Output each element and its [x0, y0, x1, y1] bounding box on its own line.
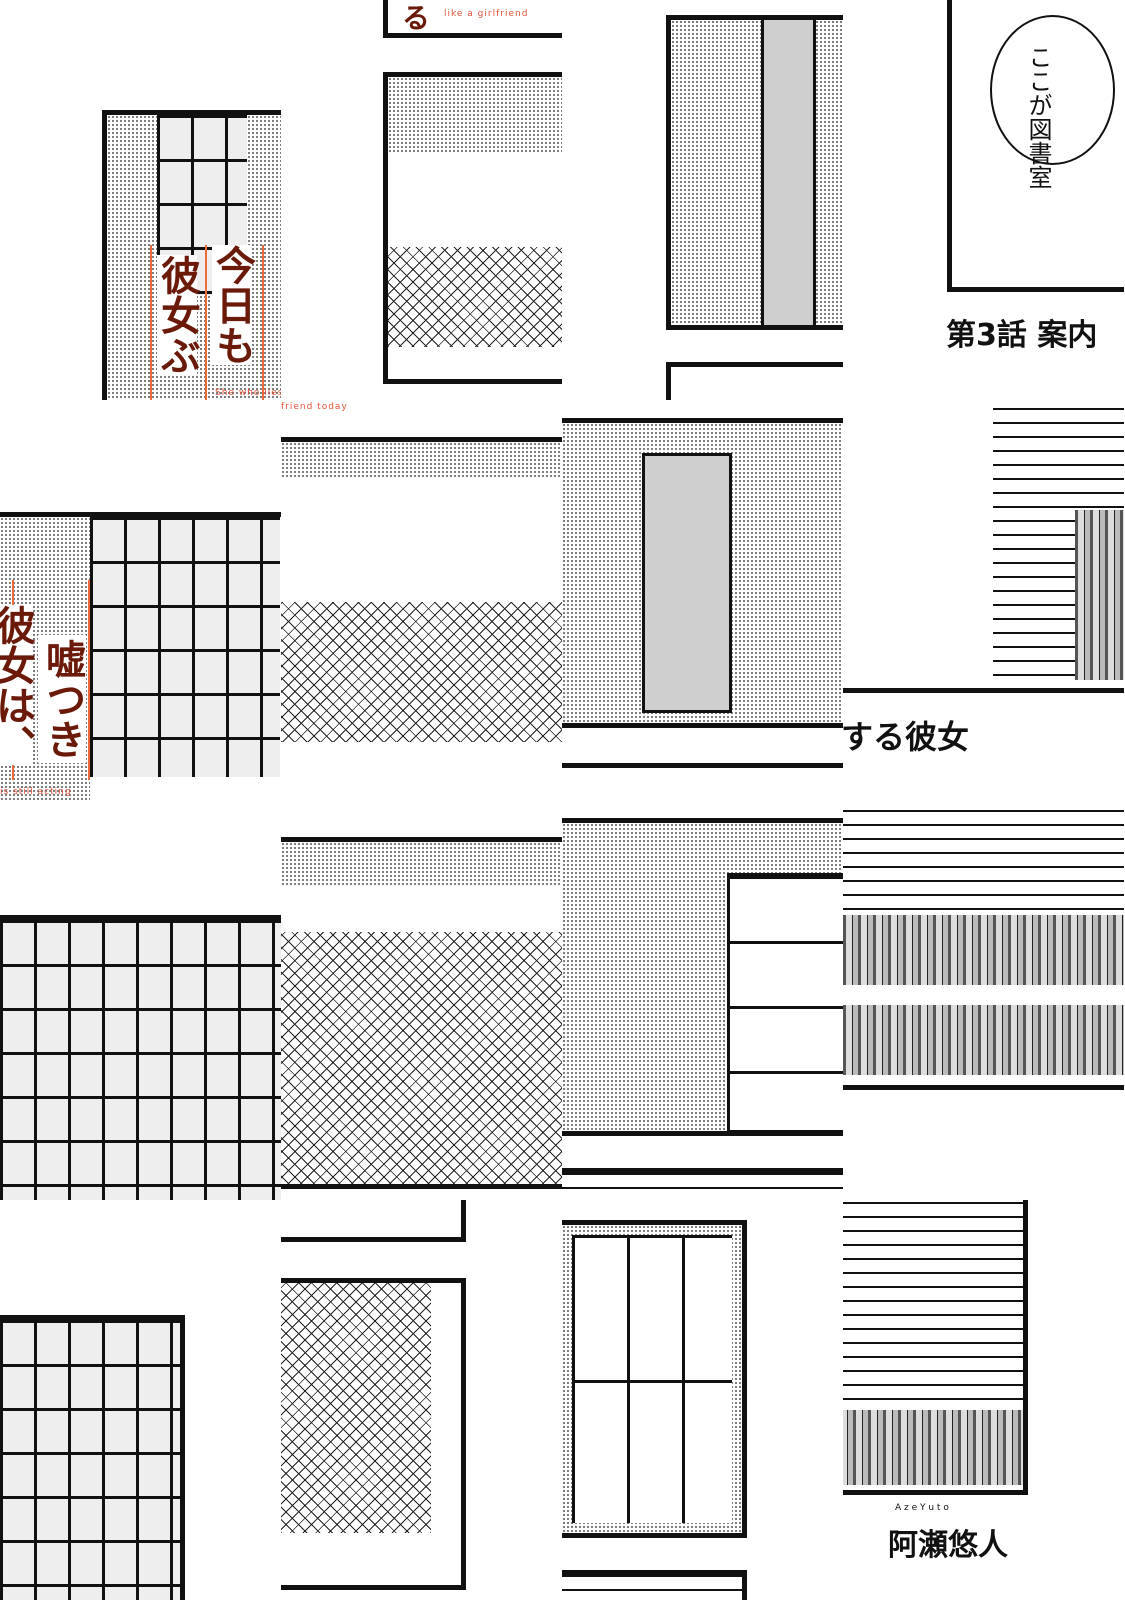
- title-text-kanojo-buru: 彼女ぶ: [154, 255, 200, 375]
- english-subtitle: like a girlfriend: [444, 9, 529, 19]
- bookshelf-panel: [843, 800, 1124, 1090]
- tile-library-shelf: する彼女: [843, 400, 1124, 800]
- speech-library: ここが図書室: [1024, 45, 1052, 189]
- tile-door: [562, 0, 843, 400]
- english-subtitle: She who lies: [215, 388, 281, 398]
- title-text-kanojo-wa: 彼女は、: [0, 605, 35, 765]
- hallway-panel: [562, 418, 843, 728]
- tile-fence-corner: [281, 1200, 562, 1600]
- panel-fragment: [281, 1200, 466, 1242]
- title-panel-fragment: る like a girlfriend: [383, 0, 562, 38]
- english-subtitle: friend today: [281, 402, 348, 412]
- english-subtitle: is still acting: [0, 787, 72, 797]
- tile-tennis-fence: [281, 800, 562, 1200]
- tile-school-building: [0, 800, 281, 1200]
- panel-fragment: [562, 763, 843, 800]
- tile-hallway: [562, 400, 843, 800]
- school-building-panel: [0, 915, 281, 1200]
- title-char-ru: る: [398, 3, 431, 31]
- tile-lockers-hallway: [562, 800, 843, 1200]
- door-panel: [666, 15, 843, 330]
- panel-fragment: [562, 1168, 843, 1200]
- tile-school-cover-top: 今日も 彼女ぶ She who lies: [0, 0, 281, 400]
- lockers-hallway-panel: [562, 818, 843, 1136]
- library-window-panel: [843, 1200, 1028, 1495]
- tile-library-intro: ここが図書室 第3話 案内: [843, 0, 1124, 400]
- author-name: 阿瀬悠人: [888, 1528, 1008, 1563]
- panel-fragment: [666, 362, 843, 400]
- speech-bubble: [990, 15, 1115, 165]
- tile-school-wide: [0, 1200, 281, 1600]
- title-text-usotsuki: 嘘つき: [38, 635, 86, 763]
- library-window-panel: [843, 400, 1124, 693]
- tile-lockers: [562, 1200, 843, 1600]
- lockers-panel: [562, 1220, 747, 1538]
- school-wide-panel: [0, 1315, 185, 1600]
- tile-tennis-net: friend today: [281, 400, 562, 800]
- chapter-title: 第3話 案内: [946, 318, 1098, 353]
- author-romaji: A z e Y u t o: [895, 1503, 949, 1513]
- library-bubble-panel: [947, 0, 1124, 292]
- title-text-kyou-mo: 今日も: [209, 245, 255, 365]
- tile-school-cover-mid: 嘘つき 彼女は、 is still acting: [0, 400, 281, 800]
- tile-tennis-top: る like a girlfriend: [281, 0, 562, 400]
- fence-corner-panel: [281, 1278, 466, 1590]
- tile-bookshelf: [843, 800, 1124, 1200]
- tennis-court-panel: [383, 72, 562, 384]
- tennis-court-panel: [281, 437, 562, 800]
- panel-fragment: [562, 1570, 747, 1600]
- tile-author: A z e Y u t o 阿瀬悠人: [843, 1200, 1124, 1600]
- chapter-title-cont: する彼女: [843, 718, 970, 756]
- tennis-fence-panel: [281, 837, 562, 1189]
